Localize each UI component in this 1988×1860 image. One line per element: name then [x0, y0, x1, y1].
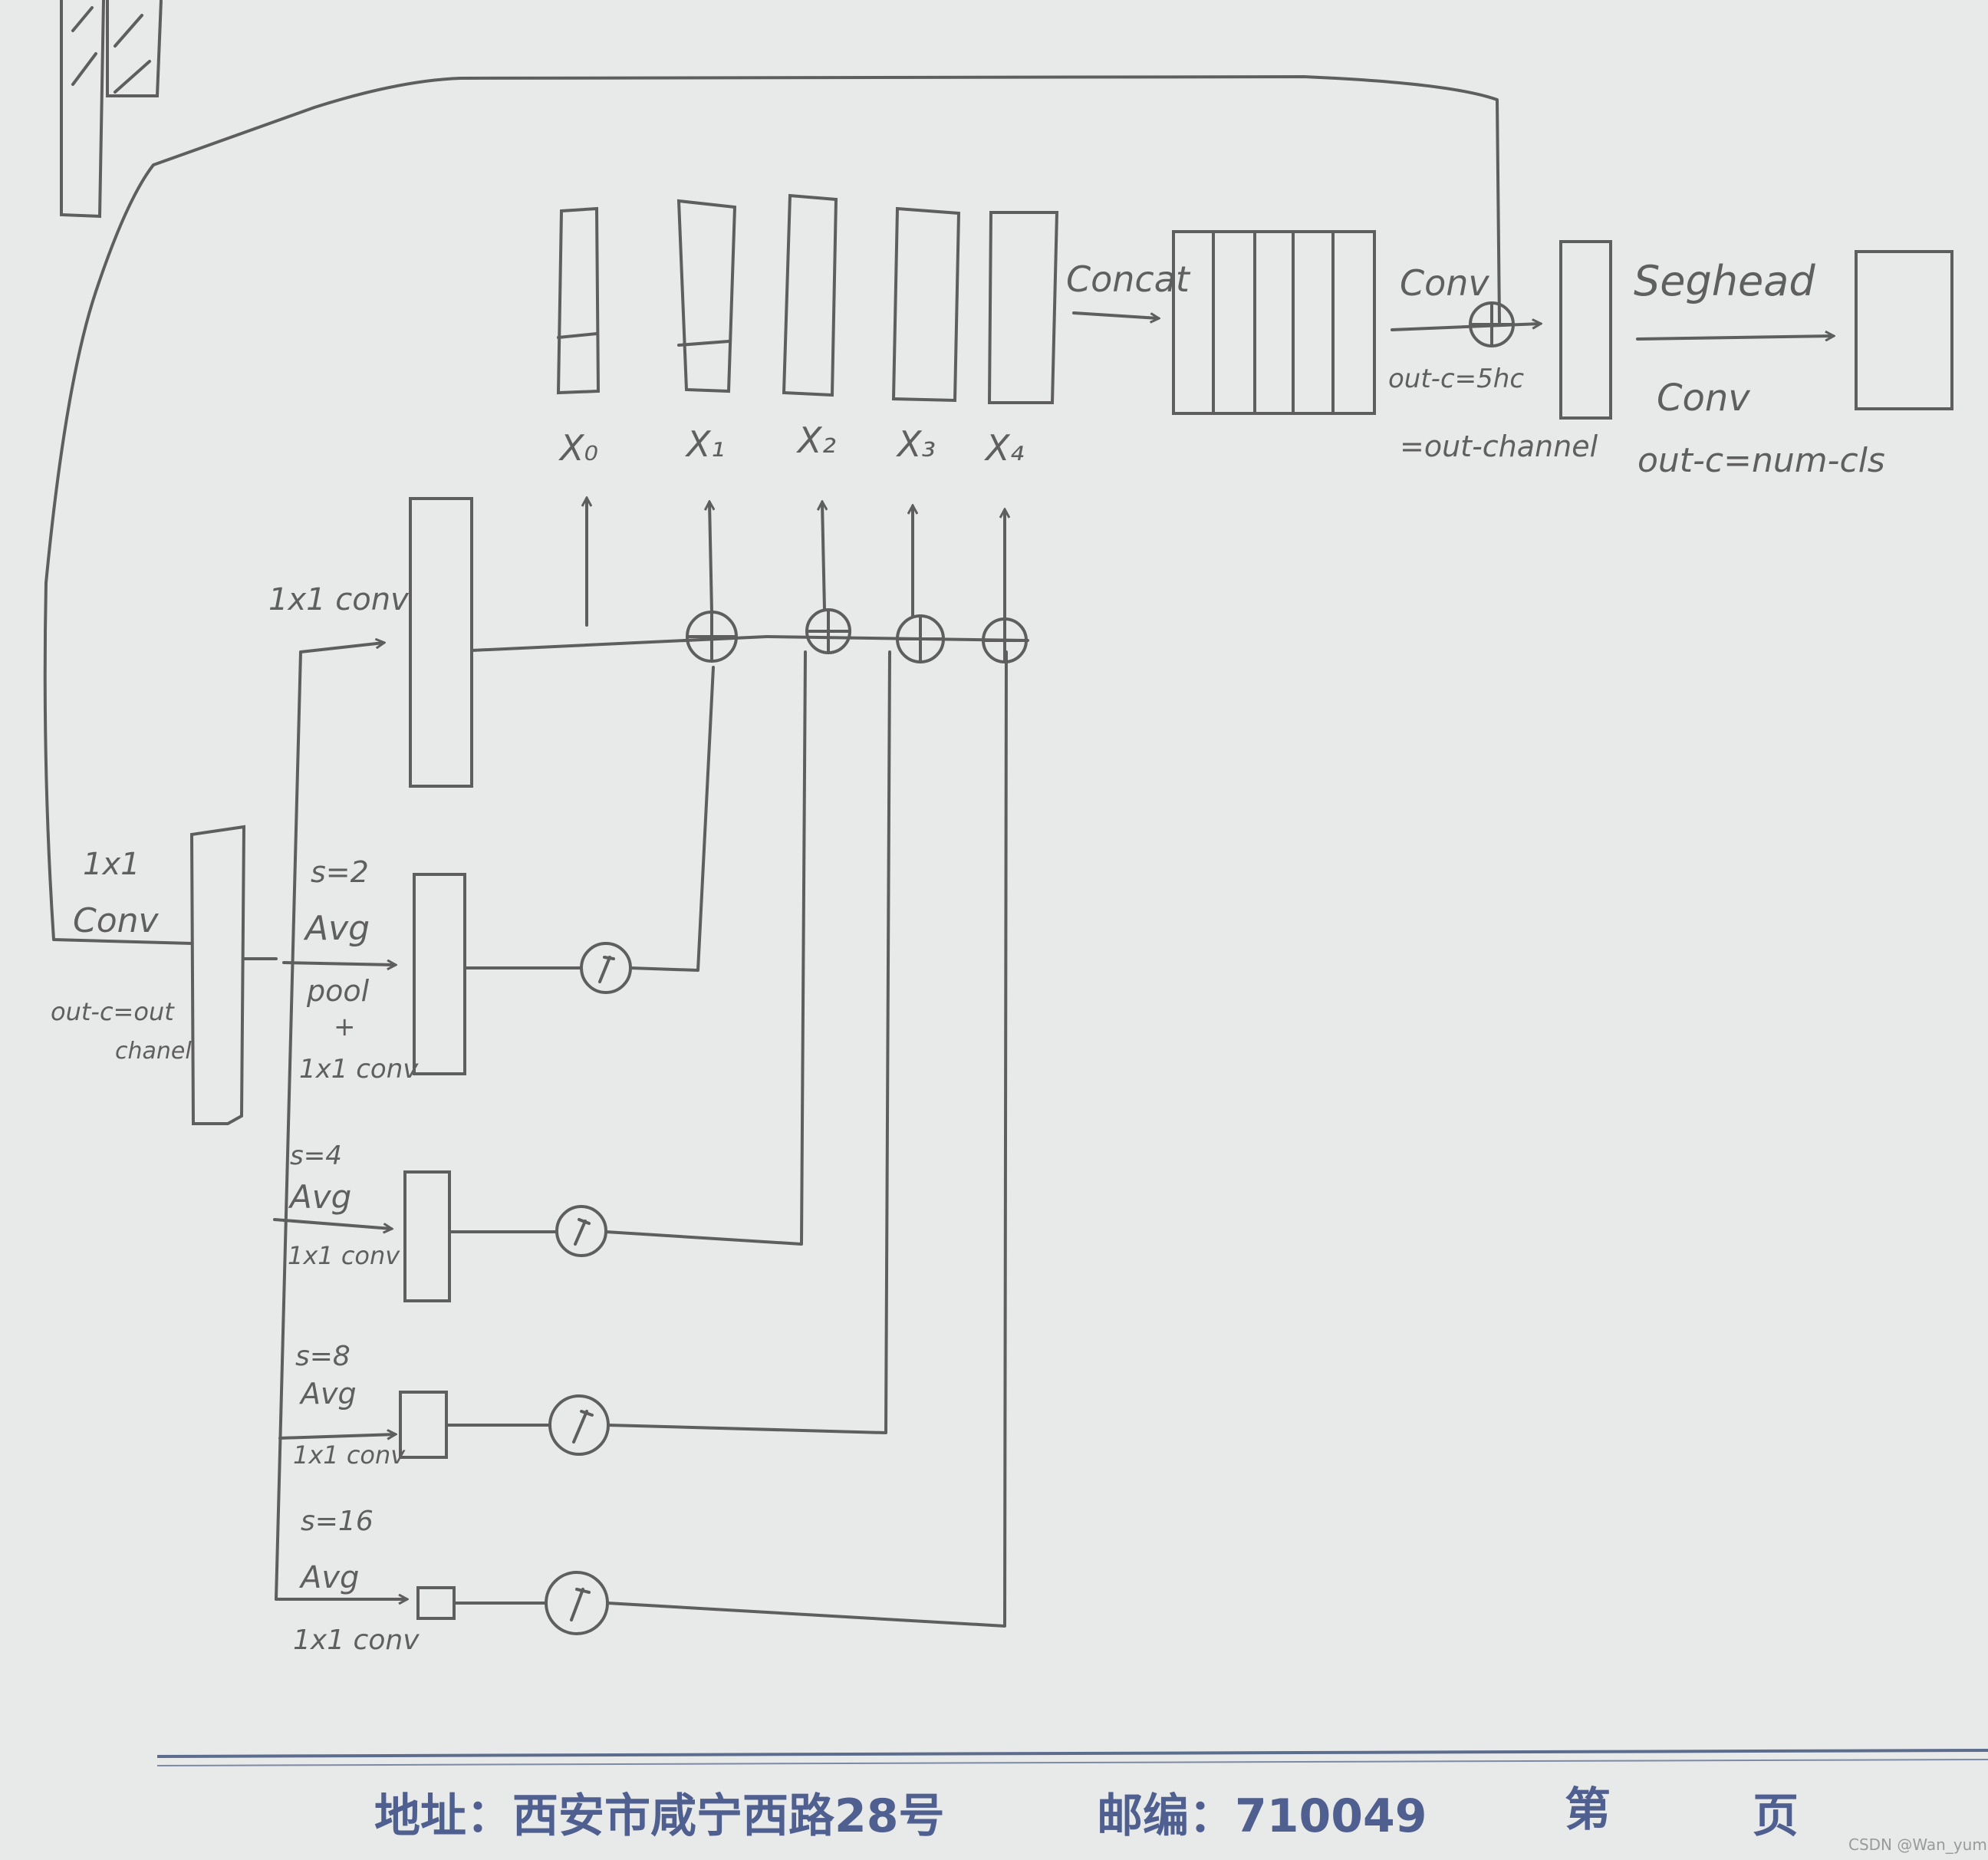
output-x1-label: X₁ [685, 423, 725, 465]
branch3-stride: s=8 [295, 1341, 351, 1372]
branch3-box [399, 1391, 448, 1459]
input-out-label-1: out-c=out [51, 997, 175, 1026]
input-conv-box [189, 825, 246, 1125]
seghead-output-box [1855, 250, 1953, 410]
branch2-stride: s=4 [290, 1141, 342, 1171]
prior-feature-map [60, 0, 163, 219]
branch2-conv: 1x1 conv [288, 1241, 400, 1270]
add-node-3 [896, 614, 945, 663]
residual-add-node [1469, 301, 1515, 347]
output-x1: X₁ [676, 199, 737, 465]
output-x0: X₀ [556, 206, 601, 469]
branch4-box [416, 1586, 456, 1620]
input-conv-label-1: 1x1 [83, 847, 140, 882]
branch1-conv: 1x1 conv [299, 1054, 419, 1085]
output-x0-label: X₀ [558, 427, 598, 469]
branch1-plus: + [334, 1012, 356, 1042]
seghead-conv-label: Conv [1657, 377, 1750, 420]
footer-rule [156, 1749, 1988, 1766]
output-x3: X₃ [891, 206, 961, 465]
branch4-conv: 1x1 conv [293, 1625, 420, 1656]
watermark: CSDN @Wan_yuming [1848, 1835, 1988, 1854]
add-node-2 [805, 608, 851, 654]
branch2-avg: Avg [288, 1178, 351, 1216]
output-x4: X₄ [984, 211, 1059, 469]
output-x2-label: X₂ [796, 420, 836, 461]
top-out-c-label: out-c=5hc [1388, 364, 1524, 394]
branch4-stride: s=16 [301, 1506, 374, 1537]
add-node-1 [686, 611, 738, 663]
footer-postcode: 邮编：710049 [1097, 1789, 1427, 1843]
branch3-upsample-icon [548, 1394, 610, 1456]
output-x4-label: X₄ [984, 427, 1024, 469]
output-x3-label: X₃ [896, 423, 936, 465]
top-conv-label: Conv [1400, 262, 1489, 304]
fused-output-box [1559, 240, 1612, 420]
add-node-4 [982, 617, 1028, 663]
branch3-conv: 1x1 conv [293, 1440, 406, 1470]
branch3-avg: Avg [298, 1377, 357, 1411]
concat-label: Concat [1066, 258, 1191, 300]
seghead-label: Seghead [1634, 257, 1815, 305]
branch0-box [409, 497, 473, 788]
fanout-bus [242, 650, 302, 1601]
branch1-pool: pool [306, 974, 370, 1008]
top-out-channel-label: =out-channel [1400, 430, 1598, 463]
concat-block [1172, 230, 1376, 415]
branch1-stride: s=2 [311, 855, 369, 889]
branch2-box [403, 1170, 451, 1302]
branch1-avg: Avg [303, 909, 370, 948]
footer-page-suffix: 页 [1753, 1789, 1799, 1843]
seghead-out-label: out-c=num-cls [1637, 441, 1885, 480]
branch1-box [413, 873, 466, 1075]
footer-page-prefix: 第 [1565, 1783, 1611, 1837]
branch4-avg: Avg [298, 1560, 359, 1595]
input-out-label-2: chanel [115, 1038, 192, 1065]
output-x2: X₂ [782, 193, 838, 461]
skip-connection-line [43, 75, 1501, 945]
footer-address: 地址：西安市咸宁西路28号 [374, 1789, 945, 1843]
input-conv-label-2: Conv [73, 901, 160, 940]
branch0-label: 1x1 conv [268, 582, 410, 617]
